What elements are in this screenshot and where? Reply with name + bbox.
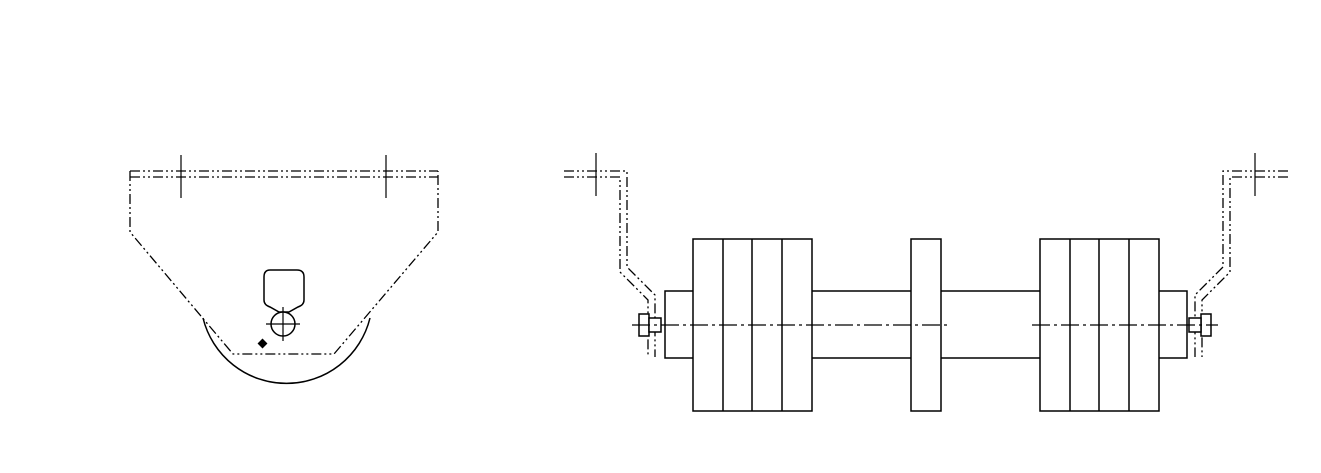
front-view-shaft-right xyxy=(939,290,1042,359)
side-view-marker xyxy=(257,338,268,349)
front-view-right-bracket-inner xyxy=(1201,176,1288,357)
front-view xyxy=(564,153,1288,412)
side-view xyxy=(129,155,439,385)
side-view-wheel xyxy=(202,317,371,385)
front-view-left-bracket-inner xyxy=(564,176,649,357)
side-view-bracket-outline xyxy=(129,171,439,355)
front-view-left-bracket-outer xyxy=(564,170,656,357)
side-view-axle-slot xyxy=(263,269,305,313)
front-view-right-bracket-outer xyxy=(1194,170,1288,357)
